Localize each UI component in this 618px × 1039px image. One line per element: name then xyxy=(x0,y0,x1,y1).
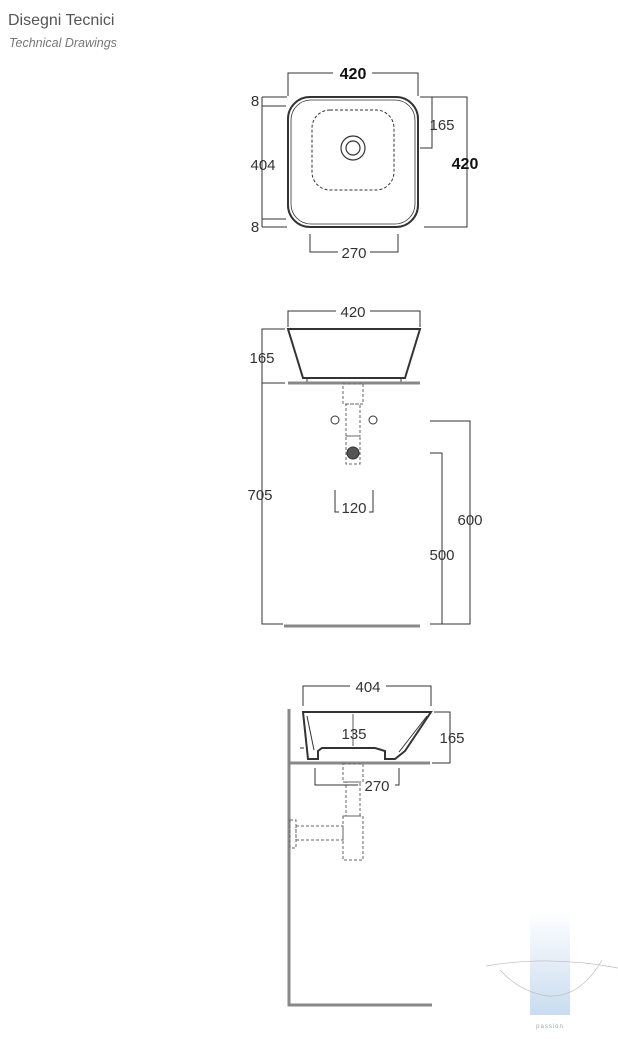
counter-height-label: 600 xyxy=(457,512,482,529)
bottom-offset-label: 8 xyxy=(251,219,259,236)
top-width-label: 420 xyxy=(340,66,367,83)
basin-inner-wall xyxy=(306,715,428,753)
front-height-label: 165 xyxy=(249,350,274,367)
tap-right-icon xyxy=(368,415,378,425)
front-view-drawing xyxy=(261,310,471,628)
front-width-label: 420 xyxy=(340,304,365,321)
top-view-basin-outline xyxy=(287,96,419,228)
dim-line xyxy=(369,490,374,513)
drain-height-label: 500 xyxy=(429,547,454,564)
watermark-bar xyxy=(530,910,570,1015)
side-height-label: 165 xyxy=(439,730,464,747)
total-height-label: 705 xyxy=(247,487,272,504)
top-base-width-label: 270 xyxy=(341,245,366,262)
side-inner-depth-label: 135 xyxy=(341,726,366,743)
dim-line xyxy=(386,685,432,706)
trap-pipe-dashed xyxy=(289,763,364,861)
watermark-arc xyxy=(485,960,618,969)
dim-line xyxy=(372,72,419,96)
dim-line xyxy=(430,452,443,624)
dim-line xyxy=(430,420,471,625)
top-view-drawing xyxy=(261,72,468,253)
brand-watermark: passion xyxy=(485,910,618,1030)
drain-pipe-dashed xyxy=(342,383,364,465)
watermark-brand-text: passion xyxy=(536,1024,564,1030)
top-depth-label: 420 xyxy=(452,156,479,173)
front-view-basin-outline xyxy=(286,328,422,379)
inner-depth-label: 404 xyxy=(250,157,275,174)
tap-spacing-label: 120 xyxy=(341,500,366,517)
side-base-width-label: 270 xyxy=(364,778,389,795)
page-subtitle: Technical Drawings xyxy=(9,36,117,50)
dim-line xyxy=(314,768,358,786)
dim-line xyxy=(424,96,468,228)
drain-outer-icon xyxy=(340,135,366,161)
wall-and-floor xyxy=(287,709,432,1007)
tap-left-icon xyxy=(330,415,340,425)
watermark-swoosh xyxy=(499,959,603,997)
top-view-basin-rim xyxy=(290,99,416,225)
dim-line xyxy=(261,328,285,625)
dim-line xyxy=(334,490,339,513)
side-width-label: 404 xyxy=(355,679,380,696)
dim-line xyxy=(309,234,338,253)
side-view-basin-outline xyxy=(301,711,433,760)
drain-inner-icon xyxy=(345,140,361,156)
dim-line xyxy=(302,685,350,706)
dim-line xyxy=(395,768,400,786)
drain-offset-label: 165 xyxy=(429,117,454,134)
top-view-bowl-dashed xyxy=(311,109,395,191)
dim-line xyxy=(370,234,399,253)
wall-drain-icon xyxy=(346,446,360,460)
dim-line xyxy=(287,310,336,327)
side-view-drawing xyxy=(287,685,451,1007)
top-offset-label: 8 xyxy=(251,93,259,110)
dim-line xyxy=(370,310,421,327)
page-title: Disegni Tecnici xyxy=(8,12,115,29)
dim-line xyxy=(432,711,451,764)
dim-line xyxy=(287,72,333,96)
